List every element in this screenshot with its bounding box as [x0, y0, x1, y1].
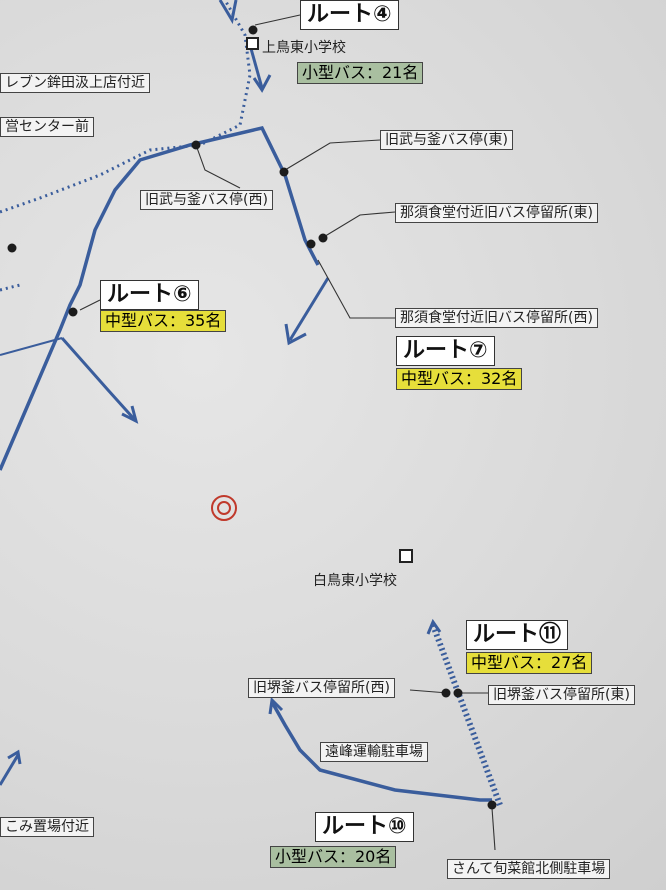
stop-r6: [68, 307, 78, 317]
label-gomi: こみ置場付近: [0, 817, 94, 837]
stop-kyu-sakai-west: [441, 688, 451, 698]
label-center-mae: 営センター前: [0, 117, 94, 137]
stop-kyu-take-west: [191, 140, 201, 150]
leader-kyu-take-west: [195, 144, 241, 189]
route10-capacity: 小型バス：20名: [270, 846, 397, 868]
route10-line: [270, 701, 492, 802]
target-marker-inner: [217, 501, 231, 515]
route11-arrowhead: [426, 618, 442, 635]
stop-kyu-sakai-east: [453, 688, 463, 698]
route4-capacity: 小型バス：21名: [297, 62, 424, 84]
leader-nasu-west: [317, 259, 400, 319]
route7-capacity: 中型バス：32名: [396, 368, 523, 390]
label-kyu-take-west: 旧武与釜バス停(西): [140, 190, 273, 210]
label-eleven-kamata: レブン鉾田汲上店付近: [0, 73, 150, 93]
route4-arrow: [248, 44, 264, 89]
stop-nasu-east: [318, 233, 328, 243]
route11-title: ルート⑪: [466, 620, 569, 650]
stop-sante: [487, 800, 497, 810]
school-marker-kamitori: [246, 37, 259, 50]
label-kyu-sakai-west: 旧堺釜バス停留所(西): [248, 678, 395, 698]
label-nasu-east: 那須食堂付近旧バス停留所(東): [395, 203, 598, 223]
route4-arrowhead: [252, 74, 272, 93]
route6-title: ルート⑥: [100, 280, 199, 310]
southwest-arrow: [0, 754, 20, 786]
route7-arrow: [288, 277, 330, 341]
leader-nasu-east: [321, 211, 396, 239]
route6-arrowhead: [121, 405, 139, 424]
label-sante-parking: さんて旬菜館北側駐車場: [447, 859, 611, 879]
route10-title: ルート⑩: [315, 812, 414, 842]
route11-capacity: 中型バス：27名: [466, 652, 593, 674]
route10-arrowhead: [268, 696, 284, 715]
route7-title: ルート⑦: [396, 336, 495, 366]
dotted-route-west-edge: [0, 283, 21, 292]
route6-capacity: 中型バス：35名: [100, 310, 227, 332]
route4-title: ルート④: [300, 0, 399, 30]
label-nasu-west: 那須食堂付近旧バス停留所(西): [395, 308, 598, 328]
label-kyu-take-east: 旧武与釜バス停(東): [380, 130, 513, 150]
route6-branch: [60, 337, 137, 422]
shiratori-school-label: 白鳥東小学校: [313, 573, 397, 589]
route4-top-arrow: [218, 0, 238, 25]
leader-r4: [254, 14, 301, 26]
route7-arrowhead: [284, 323, 307, 346]
leader-kyu-take-east: [284, 139, 381, 171]
label-kyu-sakai-east: 旧堺釜バス停留所(東): [488, 685, 635, 705]
target-marker-outer: [211, 495, 237, 521]
route6-west-line: [0, 337, 63, 356]
stop-nasu-west: [306, 239, 316, 249]
school-marker-shiratori: [399, 549, 413, 563]
stop-west-edge: [7, 243, 17, 253]
leader-r6: [79, 299, 101, 311]
label-enpo-parking: 遠峰運輸駐車場: [320, 742, 428, 762]
kamitori-school-label: 上鳥東小学校: [262, 40, 346, 56]
stop-kyu-take-east: [279, 167, 289, 177]
stop-kamitori: [248, 25, 258, 35]
southwest-arrowhead: [7, 749, 22, 765]
leader-sante: [491, 807, 496, 851]
route11-dotted-line: [430, 623, 503, 807]
